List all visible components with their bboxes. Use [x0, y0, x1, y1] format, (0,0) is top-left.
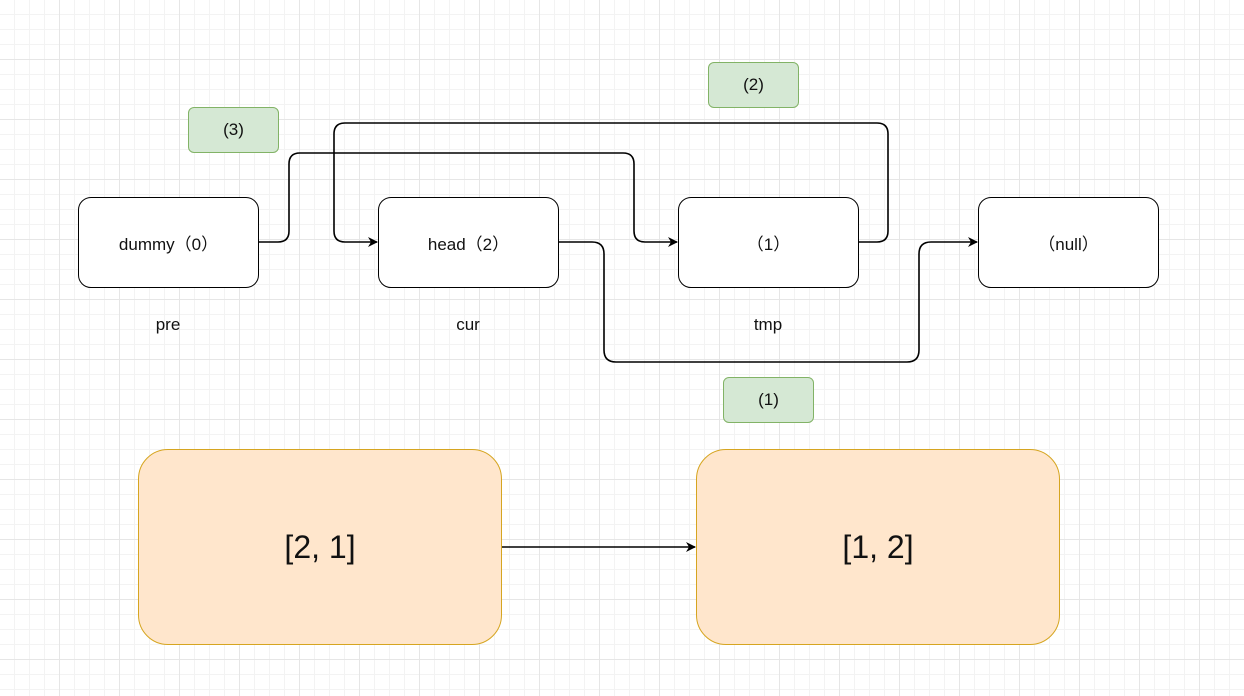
step-badge-2[interactable]: (2) — [708, 62, 799, 108]
step-badge-3[interactable]: (3) — [188, 107, 279, 153]
node-one-label: （1） — [746, 235, 791, 254]
step-badge-1[interactable]: (1) — [723, 377, 814, 423]
step-badge-3-label: (3) — [223, 120, 244, 139]
step-badge-2-label: (2) — [743, 75, 764, 94]
label-pre: pre — [155, 315, 181, 334]
node-null-label: （null） — [1038, 235, 1099, 254]
label-cur: cur — [456, 315, 480, 334]
state-after[interactable]: [1, 2] — [696, 449, 1060, 645]
node-dummy[interactable]: dummy（0） — [78, 197, 259, 288]
node-head[interactable]: head（2） — [378, 197, 559, 288]
state-before-label: [2, 1] — [284, 528, 356, 565]
state-after-label: [1, 2] — [842, 528, 914, 565]
node-one[interactable]: （1） — [678, 197, 859, 288]
state-before[interactable]: [2, 1] — [138, 449, 502, 645]
label-tmp: tmp — [753, 315, 783, 334]
node-null[interactable]: （null） — [978, 197, 1159, 288]
step-badge-1-label: (1) — [758, 390, 779, 409]
node-dummy-label: dummy（0） — [118, 235, 219, 254]
node-head-label: head（2） — [427, 235, 510, 254]
